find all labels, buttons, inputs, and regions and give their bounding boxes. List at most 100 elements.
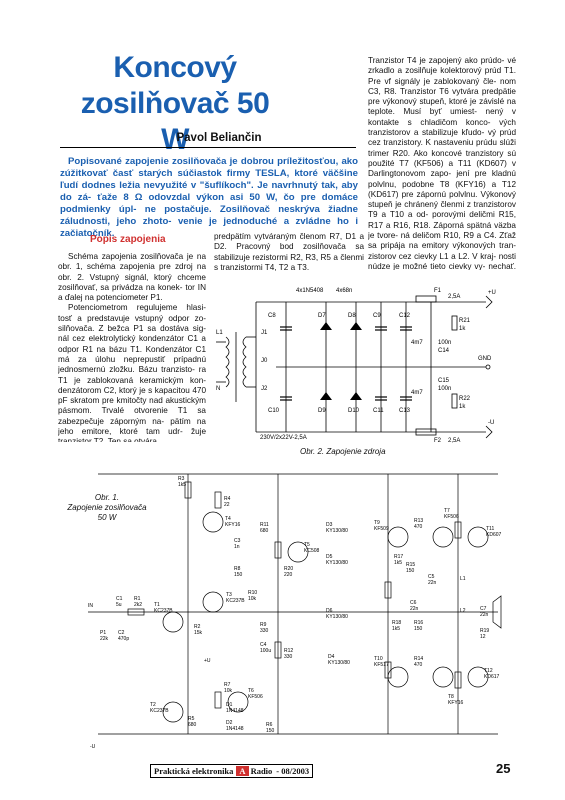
section-title: Popis zapojenia: [90, 234, 166, 245]
amp-t6: T6: [248, 688, 254, 694]
amp-r1-value: 2k2: [134, 602, 142, 608]
amp-t11-type: KD607: [486, 532, 502, 538]
psu-plus-u: +U: [488, 290, 496, 296]
psu-j1: J1: [261, 330, 268, 336]
psu-r22: R22: [459, 396, 471, 402]
title-line-2: zosilňovač 50 W: [80, 87, 270, 156]
amp-c3-value: 1n: [234, 544, 240, 550]
amp-c5-value: 22n: [428, 580, 437, 586]
figure-1-caption-line-1: Obr. 1.: [94, 493, 120, 502]
amp-r13-value: 470: [414, 524, 423, 530]
amp-d3-type: KY130/80: [326, 528, 348, 534]
amp-t5-type: KC508: [304, 548, 320, 554]
amp-r4: R4: [224, 496, 231, 502]
column-2: predpätím vytváraným členom R7, D1 a D2.…: [214, 232, 364, 273]
amp-r2-value: 15k: [194, 630, 203, 636]
amp-t5: T5: [304, 542, 310, 548]
amp-r15: R15: [406, 562, 415, 568]
figure-1-caption-line-3: 50 W: [97, 513, 117, 522]
amp-r5-value: 680: [188, 722, 197, 728]
amp-t10: T10: [374, 656, 383, 662]
power-supply-schematic: 4x1N5408 4x68n L1 J1 J0 J2 N C8 D7 D8 C9…: [216, 288, 496, 444]
amp-r2: R2: [194, 624, 201, 630]
psu-d8: D8: [348, 313, 356, 319]
amp-r19: R19: [480, 628, 489, 634]
psu-bridge-cap-label: 4x68n: [336, 288, 352, 294]
abstract-text: Popisované zapojenie zosilňovača je dobr…: [60, 156, 358, 239]
col1-paragraph-1: Schéma zapojenia zosilňovača je na obr. …: [58, 252, 206, 303]
amp-t9: T9: [374, 520, 380, 526]
amp-d6: D6: [326, 608, 333, 614]
amp-r11: R11: [260, 522, 269, 528]
amp-c6-value: 22n: [410, 606, 419, 612]
amp-t4-type: KFY16: [225, 522, 241, 528]
psu-c9: C9: [373, 313, 381, 319]
psu-transformer: 230V/2x22V-2,5A: [260, 435, 307, 441]
amp-plus-u: +U: [204, 658, 211, 664]
amp-t12-type: KD617: [484, 674, 500, 680]
amp-t2-type: KC237B: [150, 708, 169, 714]
psu-gnd: GND: [478, 356, 492, 362]
amp-r14: R14: [414, 656, 423, 662]
amp-d2-type: 1N4148: [226, 726, 244, 732]
amp-r9: R9: [260, 622, 267, 628]
amp-t8-type: KFY16: [448, 700, 464, 706]
amp-r12: R12: [284, 648, 293, 654]
amp-d5: D5: [326, 554, 333, 560]
amp-t3: T3: [226, 592, 232, 598]
psu-l1: L1: [216, 330, 223, 336]
amp-d3: D3: [326, 522, 333, 528]
amp-r16: R16: [414, 620, 423, 626]
author: Pavol Beliančin: [176, 132, 262, 144]
psu-r22-value: 1k: [459, 404, 466, 410]
psu-c15: C15: [438, 378, 450, 384]
amp-r4-value: 22: [224, 502, 230, 508]
amp-r11-value: 680: [260, 528, 269, 534]
amp-r19-value: 12: [480, 634, 486, 640]
amp-c1-value: 5u: [116, 602, 122, 608]
amp-r1: R1: [134, 596, 141, 602]
amp-t2: T2: [150, 702, 156, 708]
footer-magazine-box: Praktická elektronika A Radio - 08/2003: [150, 764, 314, 778]
amp-c2: C2: [118, 630, 125, 636]
footer-issue: - 08/2003: [276, 766, 310, 776]
figure-1-caption-line-2: Zapojenie zosilňovača: [67, 503, 147, 512]
psu-f1: F1: [434, 288, 442, 294]
amp-l2: L2: [460, 608, 466, 614]
amp-t11: T11: [486, 526, 494, 532]
amp-p1-value: 22k: [100, 636, 109, 642]
amp-r12-value: 330: [284, 654, 293, 660]
amp-c5: C5: [428, 574, 435, 580]
amp-l1: L1: [460, 576, 466, 582]
amp-r10: R10: [248, 590, 257, 596]
amp-r7-value: 10k: [224, 688, 233, 694]
psu-minus-u: -U: [488, 420, 494, 426]
amp-r17-value: 1k5: [394, 560, 402, 566]
amp-t9-type: KF509: [374, 526, 389, 532]
psu-j0: J0: [261, 358, 268, 364]
amp-d2: D2: [226, 720, 233, 726]
amp-r8-value: 150: [234, 572, 243, 578]
amp-t12: T12: [484, 668, 493, 674]
amp-r8: R8: [234, 566, 241, 572]
amp-t1-type: KC237B: [154, 608, 173, 614]
psu-c11: C11: [373, 408, 384, 414]
psu-c10: C10: [268, 408, 280, 414]
psu-c8: C8: [268, 313, 276, 319]
psu-4m7-b: 4m7: [411, 390, 423, 396]
amp-d1-type: 1N4148: [226, 708, 244, 714]
column-3: Tranzistor T4 je zapojený ako prúdo- vé …: [368, 56, 516, 270]
psu-j2: J2: [261, 386, 268, 392]
figure-1-caption: Obr. 1. Zapojenie zosilňovača 50 W: [64, 493, 150, 523]
col1-paragraph-2: Potenciometrom regulujeme hlasi- tosť a …: [58, 303, 206, 442]
footer-radio: Radio: [250, 766, 273, 776]
amp-d5-type: KY130/80: [326, 560, 348, 566]
amp-t6-type: KF506: [248, 694, 263, 700]
amp-r13: R13: [414, 518, 423, 524]
amp-d4-type: KY130/80: [328, 660, 350, 666]
amp-t10-type: KF517: [374, 662, 389, 668]
author-rule: [60, 147, 356, 148]
amp-in: IN: [88, 603, 93, 609]
psu-4m7-a: 4m7: [411, 340, 423, 346]
amp-r6: R6: [266, 722, 273, 728]
